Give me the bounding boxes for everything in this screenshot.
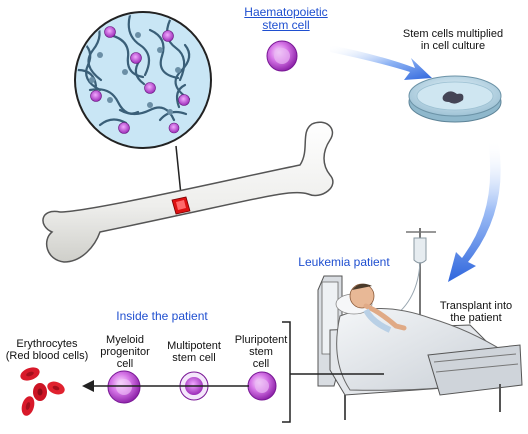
red-blood-cells [20,367,65,416]
marrow-magnification [74,11,212,149]
hsc-label: Haematopoietic stem cell [238,6,334,32]
myeloid-nucleus [116,379,132,395]
erythrocytes-label: Erythrocytes (Red blood cells) [2,338,92,362]
myeloid-label: Myeloid progenitor cell [94,334,156,370]
erythrocytes-label-line2: (Red blood cells) [5,350,89,362]
multipotent-label-line1: Multipotent [167,340,221,352]
pluripotent-label: Pluripotent stem cell [228,334,294,370]
myeloid-label-line2: progenitor [100,346,150,358]
differentiation-arrowhead [82,380,94,392]
inside-patient-label: Inside the patient [116,309,208,323]
pluripotent-label-line2: stem [249,346,273,358]
culture-label-line1: Stem cells multiplied [402,28,504,40]
myeloid-label-line3: cell [116,358,134,370]
myeloid-label-line1: Myeloid [106,334,144,346]
petri-dish [408,75,502,123]
hsc-label-line2: stem cell [262,18,310,32]
hsc-label-line1: Haematopoietic [244,5,328,19]
hsc-nucleus [274,48,290,64]
multipotent-label: Multipotent stem cell [158,340,230,364]
leukemia-patient-label: Leukemia patient [298,255,390,269]
transplant-label-line1: Transplant into [439,300,513,312]
pluripotent-label-line1: Pluripotent [234,334,288,346]
transplant-label-line2: the patient [450,312,502,324]
transplant-label: Transplant into the patient [430,300,522,324]
pluripotent-label-line3: cell [252,358,270,370]
femur-bone [42,121,334,263]
arrow-to-culture [330,45,432,80]
multipotent-label-line2: stem cell [172,352,216,364]
erythrocytes-label-line1: Erythrocytes [16,338,78,350]
arrow-to-patient [448,140,501,282]
culture-label: Stem cells multiplied in cell culture [392,28,514,52]
bracket [282,321,291,423]
culture-label-line2: in cell culture [420,40,486,52]
pluripotent-nucleus [255,379,269,393]
hospital-bed [317,275,523,420]
